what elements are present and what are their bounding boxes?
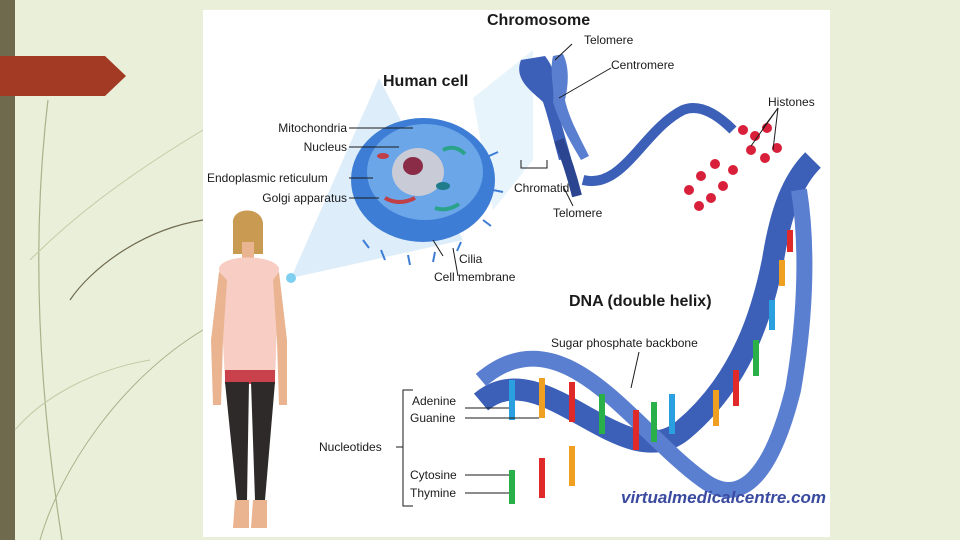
human-cell-title: Human cell	[383, 73, 469, 90]
leader-lines	[349, 43, 779, 507]
supercoil-strand	[581, 103, 737, 187]
dna-diagram-card: Chromosome Human cell DNA (double helix)…	[203, 10, 830, 537]
label-nucleus: Nucleus	[303, 140, 347, 154]
chromosome-illustration	[519, 54, 589, 198]
label-histones: Histones	[768, 95, 815, 109]
label-nucleotides: Nucleotides	[319, 440, 382, 454]
label-endoplasmic-reticulum: Endoplasmic reticulum	[207, 171, 328, 185]
slide-left-bar	[0, 0, 15, 540]
dna-backbone-front	[473, 152, 822, 453]
label-cilia: Cilia	[459, 252, 483, 266]
diagram-illustration	[211, 43, 822, 528]
label-guanine: Guanine	[410, 411, 456, 425]
chromosome-title: Chromosome	[487, 12, 591, 29]
human-cell-illustration	[351, 118, 504, 266]
watermark-virtualmedicalcentre: virtualmedicalcentre.com	[621, 488, 827, 507]
dna-title: DNA (double helix)	[569, 293, 712, 310]
dna-base-pairs	[509, 230, 793, 504]
decorative-curves	[14, 99, 204, 540]
label-centromere: Centromere	[611, 58, 675, 72]
label-telomere-top: Telomere	[584, 33, 634, 47]
label-cell-membrane: Cell membrane	[434, 270, 516, 284]
label-cytosine: Cytosine	[410, 468, 457, 482]
label-mitochondria: Mitochondria	[278, 121, 347, 135]
label-adenine: Adenine	[412, 394, 457, 408]
human-figure	[211, 210, 296, 528]
histones-illustration	[684, 123, 782, 211]
label-thymine: Thymine	[410, 486, 457, 500]
label-telomere-bottom: Telomere	[553, 206, 603, 220]
slide-arrow-marker	[0, 56, 126, 96]
label-golgi-apparatus: Golgi apparatus	[262, 191, 347, 205]
dna-backbone-back	[475, 188, 813, 498]
label-chromatid: Chromatid	[514, 181, 570, 195]
label-sugar-phosphate-backbone: Sugar phosphate backbone	[551, 336, 698, 350]
